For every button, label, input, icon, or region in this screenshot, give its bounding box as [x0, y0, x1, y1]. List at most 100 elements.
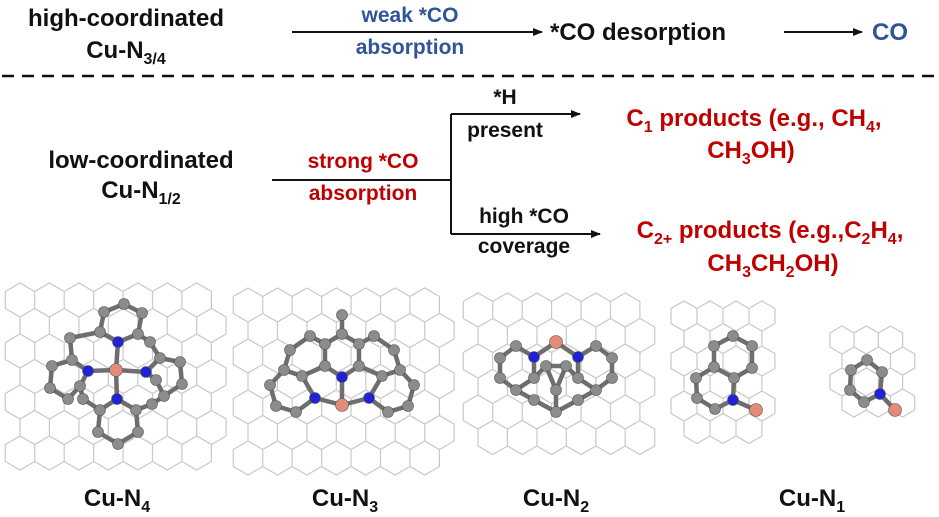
cu-n1-structure-fused [670, 300, 776, 445]
nitrogen-atom [112, 336, 124, 348]
carbon-atom [708, 340, 720, 352]
carbon-atom [510, 340, 522, 352]
nitrogen-atom [874, 388, 886, 400]
nitrogen-atom [363, 392, 375, 404]
carbon-atom [62, 393, 74, 405]
carbon-atom [528, 372, 540, 384]
nitrogen-atom [572, 351, 584, 363]
atoms [844, 354, 902, 417]
high-coordinated-line1: high-coordinated [28, 5, 224, 32]
carbon-atom [408, 379, 420, 391]
carbon-atom [132, 426, 144, 438]
carbon-atom [130, 404, 142, 416]
carbon-atom [174, 356, 186, 368]
coverage-label: coverage [478, 235, 570, 258]
weak-absorption-label: absorption [356, 36, 465, 59]
carbon-atom [353, 360, 365, 372]
bonds [847, 357, 898, 413]
carbon-atom [144, 336, 156, 348]
carbon-atom [845, 364, 857, 376]
graphene-lattice [829, 325, 916, 418]
carbon-atom [304, 330, 316, 342]
carbon-atom [494, 352, 506, 364]
nitrogen-atom [727, 394, 739, 406]
low-coordinated-formula: Cu-N1/2 [101, 177, 181, 208]
carbon-atom [510, 384, 522, 396]
carbon-atom [727, 330, 739, 342]
cu-n1-label: Cu-N1 [779, 485, 845, 516]
carbon-atom [146, 398, 158, 410]
carbon-atom [494, 372, 506, 384]
high-coordinated-formula: Cu-N3/4 [86, 37, 166, 68]
carbon-atom [66, 354, 78, 366]
carbon-atom [560, 360, 572, 372]
carbon-atom [264, 379, 276, 391]
low-coordinated-line1: low-coordinated [48, 147, 233, 174]
high-coordinated-label: high-coordinated Cu-N3/4 [28, 5, 224, 68]
c2-products-line1: C2+ products (e.g.,C2H4, [637, 217, 904, 248]
carbon-atom [118, 298, 130, 310]
carbon-atom [528, 394, 540, 406]
low-coordinated-label: low-coordinated Cu-N1/2 [48, 147, 233, 208]
carbon-atom [353, 338, 365, 350]
strong-absorption-label: absorption [309, 182, 418, 205]
nitrogen-atom [82, 365, 94, 377]
carbon-atom [290, 406, 302, 418]
carbon-atom [844, 384, 856, 396]
carbon-atom [861, 354, 873, 366]
carbon-atom [691, 392, 703, 404]
carbon-atom [46, 360, 58, 372]
carbon-atom [550, 384, 562, 396]
carbon-atom [709, 403, 721, 415]
carbon-atom [368, 330, 380, 342]
carbon-atom [284, 344, 296, 356]
carbon-atom [858, 396, 870, 408]
lattice-mesh [829, 325, 916, 418]
carbon-atom [394, 364, 406, 376]
nitrogen-atom [309, 392, 321, 404]
carbon-atom [746, 362, 758, 374]
copper-atom [888, 403, 902, 417]
atoms [44, 298, 188, 450]
carbon-atom [336, 309, 348, 321]
carbon-atom [590, 384, 602, 396]
lattice-mesh [462, 292, 656, 456]
cu-n2-structure [462, 292, 656, 456]
cu-n4-structure [4, 282, 227, 471]
nitrogen-atom [336, 371, 348, 383]
carbon-atom [112, 438, 124, 450]
carbon-atom [64, 332, 76, 344]
carbon-atom [746, 340, 758, 352]
carbon-atom [590, 340, 602, 352]
copper-atom [109, 363, 123, 377]
carbon-atom [74, 380, 86, 392]
carbon-atom [572, 372, 584, 384]
c1-products-line2: CH3OH) [707, 137, 795, 168]
nitrogen-atom [140, 366, 152, 378]
copper-atom [549, 335, 563, 349]
carbon-atom [876, 366, 888, 378]
carbon-atom [550, 406, 562, 418]
cu-n2-label: Cu-N2 [523, 485, 589, 516]
nitrogen-atom [528, 351, 540, 363]
high-co-label: high *CO [479, 205, 569, 228]
weak-co-label: weak *CO [361, 4, 459, 27]
carbon-atom [296, 370, 308, 382]
cu-n4-label: Cu-N4 [84, 485, 150, 516]
strong-co-label: strong *CO [308, 150, 419, 173]
carbon-atom [158, 390, 170, 402]
cu-n1-structure-single [829, 325, 916, 418]
carbon-atom [94, 404, 106, 416]
carbon-atom [606, 352, 618, 364]
c2-products: C2+ products (e.g.,C2H4, CH3CH2OH) [637, 217, 904, 281]
atoms [264, 309, 420, 418]
carbon-atom [376, 370, 388, 382]
carbon-atom [402, 400, 414, 412]
carbon-atom [319, 360, 331, 372]
atoms [690, 330, 763, 417]
carbon-atom [132, 328, 144, 340]
carbon-atom [136, 307, 148, 319]
co-product-label: CO [872, 19, 908, 46]
c2-products-line2: CH3CH2OH) [707, 250, 838, 281]
